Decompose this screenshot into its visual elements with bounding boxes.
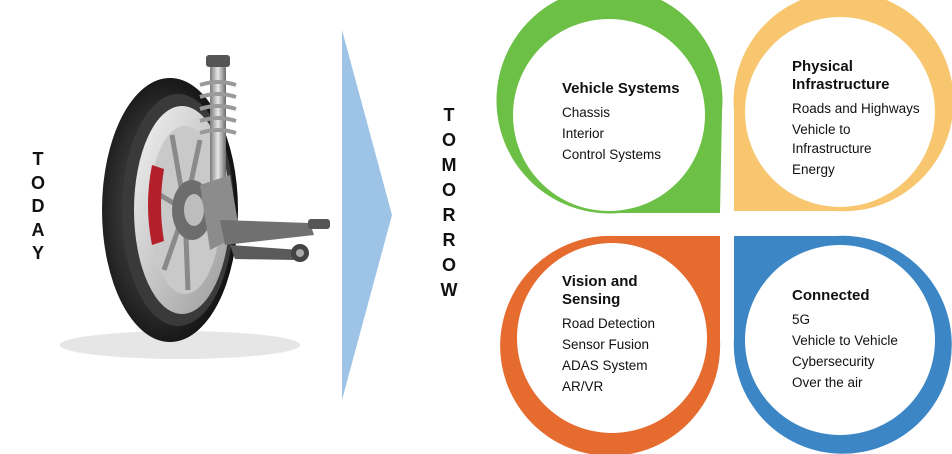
- physical-infrastructure-item: Energy: [792, 159, 920, 180]
- vision-sensing-title-line: Vision and: [562, 273, 655, 291]
- vehicle-systems-item: Chassis: [562, 102, 680, 123]
- connected-item: Over the air: [792, 372, 898, 393]
- connected-item: 5G: [792, 309, 898, 330]
- vision-sensing-item: ADAS System: [562, 355, 655, 376]
- physical-infrastructure-title: Physical Infrastructure: [792, 58, 920, 94]
- physical-infrastructure-title-line: Infrastructure: [792, 76, 920, 94]
- vision-sensing-block: Vision and Sensing Road Detection Sensor…: [562, 273, 655, 397]
- physical-infrastructure-item-cont: Infrastructure: [792, 138, 920, 159]
- physical-infrastructure-item: Vehicle to: [792, 119, 920, 140]
- vision-sensing-title: Vision and Sensing: [562, 273, 655, 309]
- physical-infrastructure-block: Physical Infrastructure Roads and Highwa…: [792, 58, 920, 180]
- vehicle-systems-title: Vehicle Systems: [562, 80, 680, 98]
- vehicle-systems-item: Control Systems: [562, 144, 680, 165]
- connected-item: Vehicle to Vehicle: [792, 330, 898, 351]
- vision-sensing-title-line: Sensing: [562, 291, 655, 309]
- vision-sensing-item: Sensor Fusion: [562, 334, 655, 355]
- connected-item: Cybersecurity: [792, 351, 898, 372]
- connected-block: Connected 5G Vehicle to Vehicle Cybersec…: [792, 287, 898, 393]
- vision-sensing-item: Road Detection: [562, 313, 655, 334]
- vehicle-systems-block: Vehicle Systems Chassis Interior Control…: [562, 80, 680, 165]
- vision-sensing-item: AR/VR: [562, 376, 655, 397]
- connected-title: Connected: [792, 287, 898, 305]
- physical-infrastructure-title-line: Physical: [792, 58, 920, 76]
- physical-infrastructure-item: Roads and Highways: [792, 98, 920, 119]
- vehicle-systems-item: Interior: [562, 123, 680, 144]
